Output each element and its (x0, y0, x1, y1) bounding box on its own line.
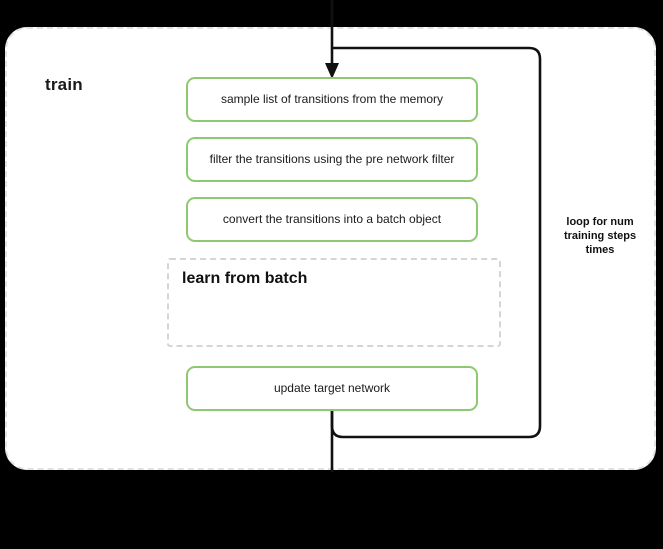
loop-caption: loop for num training steps times (563, 216, 637, 257)
step-label: convert the transitions into a batch obj… (222, 212, 442, 227)
step-label: sample list of transitions from the memo… (220, 92, 444, 107)
subflow-title: learn from batch (182, 270, 308, 287)
step-box-convert[interactable]: convert the transitions into a batch obj… (186, 197, 478, 242)
step-box-filter[interactable]: filter the transitions using the pre net… (186, 137, 478, 182)
step-label: filter the transitions using the pre net… (209, 152, 455, 167)
subflow-learn-from-batch[interactable]: learn from batch (167, 258, 501, 347)
step-label: update target network (273, 381, 391, 396)
step-box-sample[interactable]: sample list of transitions from the memo… (186, 77, 478, 122)
step-box-update-target-network[interactable]: update target network (186, 366, 478, 411)
page-title: train (45, 75, 83, 94)
